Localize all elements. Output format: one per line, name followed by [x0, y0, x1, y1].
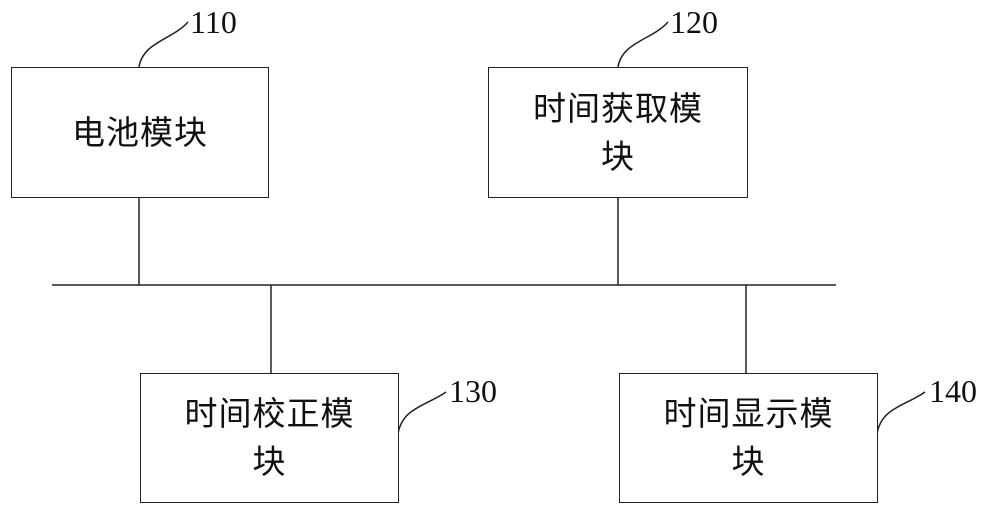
leader-130 [398, 392, 446, 434]
battery-module-label: 电池模块 [72, 109, 208, 157]
ref-number-110: 110 [190, 5, 237, 39]
leader-140 [877, 392, 925, 434]
time-display-module-box: 时间显示模 块 [619, 373, 878, 503]
ref-number-120: 120 [670, 5, 718, 39]
leader-110 [139, 22, 188, 67]
time-correction-module-label: 时间校正模 块 [185, 390, 355, 486]
time-display-module-label: 时间显示模 块 [664, 390, 834, 486]
battery-module-box: 电池模块 [11, 67, 269, 198]
time-acquisition-module-box: 时间获取模 块 [488, 67, 748, 198]
time-acquisition-module-label: 时间获取模 块 [533, 85, 703, 181]
ref-number-140: 140 [929, 374, 977, 408]
ref-number-130: 130 [449, 374, 497, 408]
leader-120 [618, 22, 668, 67]
time-correction-module-box: 时间校正模 块 [140, 373, 399, 503]
